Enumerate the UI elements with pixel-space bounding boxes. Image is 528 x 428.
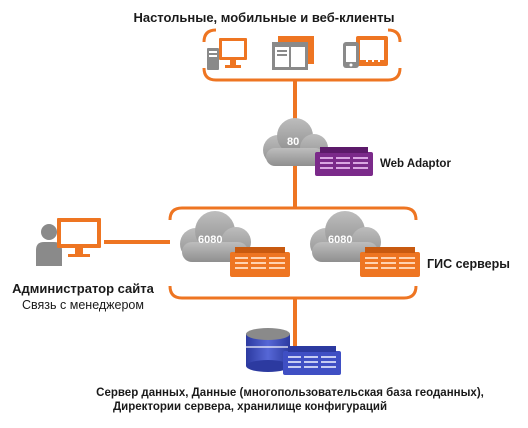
admin-title: Администратор сайта	[12, 281, 154, 296]
gis-servers-label: ГИС серверы	[427, 257, 510, 271]
web-adaptor-group: 80	[263, 118, 373, 176]
data-server-label-line2: Директории сервера, хранилище конфигурац…	[112, 401, 388, 413]
clients-title: Настольные, мобильные и веб-клиенты	[133, 10, 395, 25]
desktop-client-icon	[207, 38, 247, 70]
web-adaptor-server-icon	[315, 147, 373, 176]
admin-monitor-icon	[57, 218, 101, 257]
mobile-client-icon	[343, 36, 388, 68]
web-adaptor-label: Web Adaptor	[380, 158, 451, 170]
gis-server-right-icon	[360, 247, 420, 277]
database-icon	[246, 328, 290, 372]
data-server-label-line1: Сервер данных, Данные (многопользователь…	[96, 387, 484, 399]
admin-person-icon	[36, 224, 62, 266]
gis-server-group: 6080 6080	[168, 206, 420, 300]
gis-port-right: 6080	[328, 234, 352, 246]
gis-server-left-icon	[230, 247, 290, 277]
web-adaptor-port: 80	[287, 136, 299, 148]
data-server-icon	[283, 346, 341, 375]
data-server-group	[246, 328, 341, 375]
admin-group	[36, 218, 101, 266]
web-client-icon	[272, 36, 314, 70]
clients-group	[202, 28, 402, 82]
admin-subtitle: Связь с менеджером	[22, 298, 144, 312]
gis-port-left: 6080	[198, 234, 222, 246]
